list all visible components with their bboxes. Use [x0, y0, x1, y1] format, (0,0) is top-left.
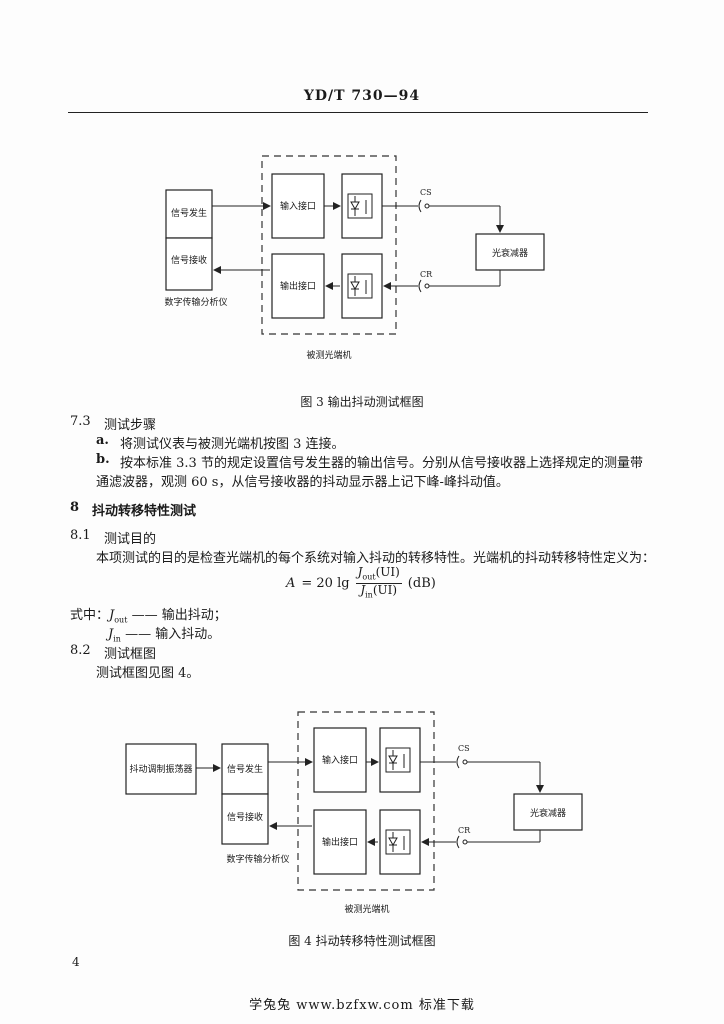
where-j1-text: —— 输出抖动；: [131, 608, 227, 623]
figure-3-caption: 图 3 输出抖动测试框图: [300, 395, 424, 409]
step-a-label: a.: [96, 433, 109, 448]
signal-generator-label-4: 信号发生: [227, 763, 263, 775]
dut-label: 被测光端机: [306, 349, 351, 361]
formula-den-symbol: J: [360, 583, 366, 598]
signal-receiver-box-4: [221, 793, 269, 845]
where-j2: J: [108, 627, 114, 642]
where-line-1: 式中：Jout —— 输出抖动；: [70, 604, 227, 625]
section-7-3-title: 测试步骤: [104, 418, 157, 433]
section-7-3-number: 7.3: [70, 414, 91, 429]
figure-4-diagram: 抖动调制振荡器 信号发生 信号接收 数字传输分析仪 被测光端机 输入接口 输出接…: [125, 711, 583, 915]
attenuator-box: [475, 233, 545, 271]
analyzer-label: 数字传输分析仪: [164, 296, 227, 308]
header-rule: [68, 112, 648, 113]
formula-den-unit: (UI): [372, 583, 398, 598]
where-j2-sub: in: [113, 634, 121, 644]
formula-unit: (dB): [407, 576, 436, 592]
output-interface-box-4: [313, 809, 367, 875]
step-b-text-line1: 按本标准 3.3 节的规定设置信号发生器的输出信号。分别从信号接收器上选择规定的…: [120, 456, 643, 471]
figure-3-diagram: 信号发生 信号接收 数字传输分析仪 被测光端机 输入接口 输出接口 CS 光衰减…: [164, 155, 545, 361]
section-8-2-number: 8.2: [70, 643, 91, 658]
formula-num-sub: out: [362, 572, 376, 582]
section-8-1-number: 8.1: [70, 528, 91, 543]
footer-watermark: 学兔兔 www.bzfxw.com 标准下载: [249, 998, 475, 1013]
page-number: 4: [72, 955, 80, 969]
input-interface-label: 输入接口: [280, 200, 316, 212]
signal-generator-label: 信号发生: [171, 207, 207, 219]
step-a-text: 将测试仪表与被测光端机按图 3 连接。: [120, 437, 345, 452]
cr-label-4: CR: [458, 826, 471, 835]
figure-4-caption: 图 4 抖动转移特性测试框图: [288, 934, 436, 948]
cs-label: CS: [420, 188, 432, 197]
input-interface-label-4: 输入接口: [322, 754, 358, 766]
output-interface-box: [271, 253, 325, 319]
where-line-2: Jin —— 输入抖动。: [108, 623, 220, 644]
step-b-label: b.: [96, 452, 110, 467]
formula-fraction: Jout(UI) Jin(UI): [355, 565, 402, 602]
formula-num-symbol: J: [357, 565, 363, 579]
where-j2-text: —— 输入抖动。: [125, 627, 221, 642]
optical-receiver-box-4: [379, 809, 421, 875]
input-interface-box-4: [313, 727, 367, 793]
section-8-1-title: 测试目的: [104, 532, 157, 547]
section-8-number: 8: [70, 500, 80, 515]
cr-label: CR: [420, 270, 433, 279]
output-interface-label-4: 输出接口: [322, 836, 358, 848]
formula-eq: = 20 lg: [301, 576, 350, 592]
attenuator-label-4: 光衰减器: [530, 807, 566, 819]
where-j1: J: [109, 608, 115, 623]
section-8-title: 抖动转移特性测试: [92, 504, 197, 519]
jitter-transfer-formula: A = 20 lg Jout(UI) Jin(UI) (dB): [286, 566, 436, 602]
step-b-text-line2: 通滤波器，观测 60 s，从信号接收器的抖动显示器上记下峰-峰抖动值。: [96, 475, 509, 490]
jitter-generator-box: [125, 743, 197, 795]
where-j1-sub: out: [114, 615, 128, 625]
signal-generator-box: [165, 189, 213, 239]
where-prefix: 式中：: [70, 608, 110, 623]
jitter-generator-label: 抖动调制振荡器: [129, 763, 192, 775]
optical-transmitter-box-4: [379, 727, 421, 793]
formula-lhs: A: [286, 576, 296, 592]
dut-label-4: 被测光端机: [344, 903, 389, 915]
page-header: YD/T 730—94: [303, 88, 421, 104]
signal-receiver-label: 信号接收: [171, 254, 207, 266]
formula-den-sub: in: [365, 590, 373, 600]
cs-label-4: CS: [458, 744, 470, 753]
analyzer-label-4: 数字传输分析仪: [226, 853, 289, 865]
dut-frame: [261, 155, 397, 335]
optical-receiver-box: [341, 253, 383, 319]
formula-num-unit: (UI): [375, 565, 400, 579]
signal-receiver-box: [165, 237, 213, 291]
attenuator-label: 光衰减器: [492, 247, 528, 259]
signal-generator-box-4: [221, 743, 269, 795]
output-interface-label: 输出接口: [280, 280, 316, 292]
section-8-2-text: 测试框图见图 4。: [96, 666, 200, 681]
signal-receiver-label-4: 信号接收: [227, 811, 263, 823]
section-8-2-title: 测试框图: [104, 647, 157, 662]
section-8-1-text: 本项测试的目的是检查光端机的每个系统对输入抖动的转移特性。光端机的抖动转移特性定…: [96, 551, 656, 566]
attenuator-box-4: [513, 793, 583, 831]
optical-transmitter-box: [341, 173, 383, 239]
